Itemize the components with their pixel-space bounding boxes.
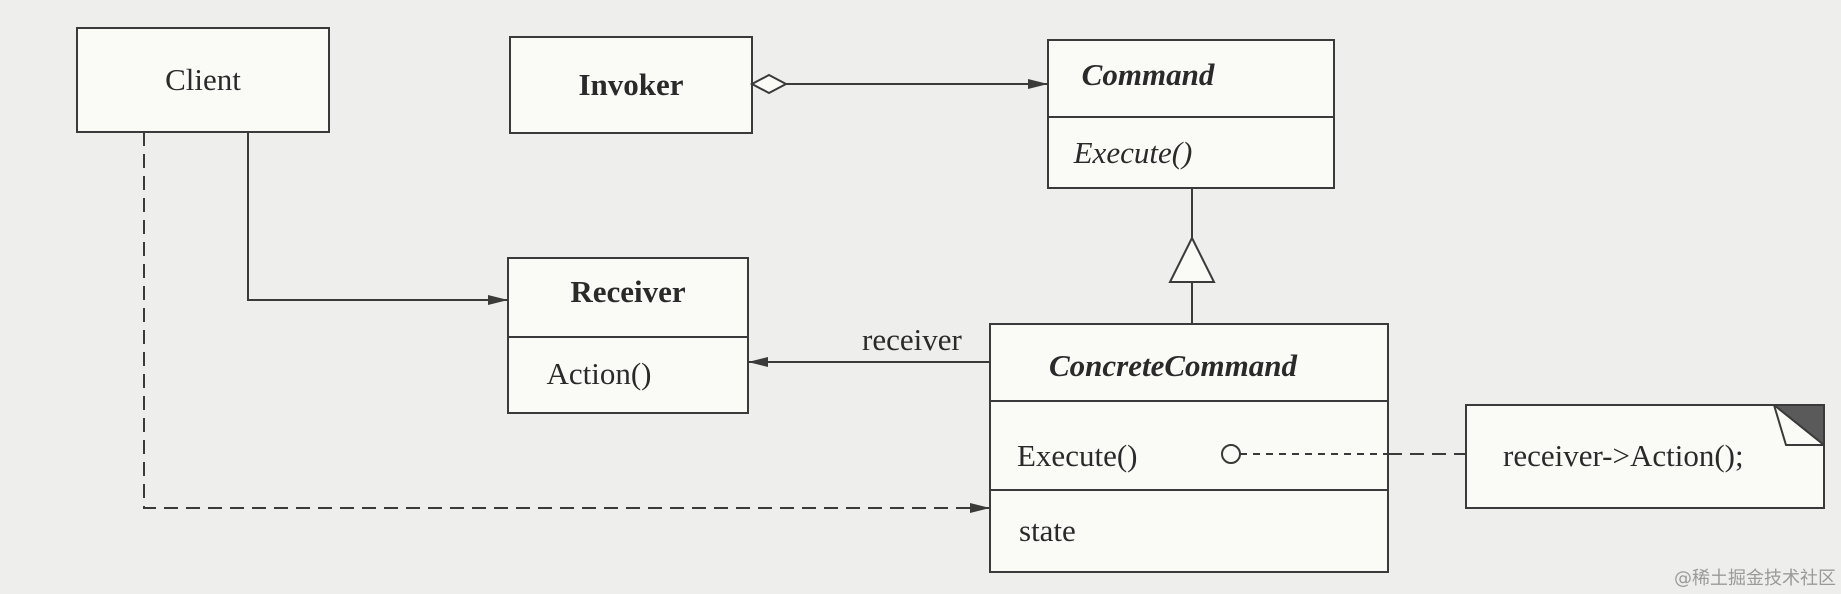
invoker-class-name: Invoker	[578, 67, 683, 102]
concrete-command-state-attribute: state	[1019, 513, 1076, 548]
inheritance-triangle-icon	[1168, 235, 1216, 283]
note-text: receiver->Action();	[1503, 438, 1744, 473]
execute-note-attachment	[1221, 444, 1466, 464]
aggregation-diamond-icon	[749, 73, 789, 95]
note-folded-corner-icon	[1771, 404, 1825, 448]
command-execute-operation: Execute()	[1073, 135, 1193, 170]
concrete-command-class-name: ConcreteCommand	[1049, 348, 1298, 383]
invoker-class: Invoker	[509, 36, 753, 134]
receiver-class: Receiver Action()	[507, 257, 749, 414]
inheritance-generalization	[1168, 188, 1216, 324]
association-role-label: receiver	[862, 322, 962, 357]
concrete-command-execute-operation: Execute()	[1017, 438, 1137, 473]
client-class: Client	[76, 27, 330, 133]
attachment-circle-icon	[1221, 444, 1241, 464]
receiver-class-name: Receiver	[570, 274, 686, 309]
concrete-command-receiver-association: receiver	[748, 322, 990, 367]
receiver-action-operation: Action()	[546, 356, 651, 391]
command-class: Command Execute()	[1047, 39, 1335, 189]
note-fold-edge	[1773, 404, 1824, 446]
client-receiver-association	[247, 132, 508, 305]
concrete-command-class: ConcreteCommand Execute() state	[989, 323, 1389, 573]
client-class-name: Client	[165, 62, 241, 97]
command-class-name: Command	[1082, 57, 1215, 92]
watermark-text: @稀土掘金技术社区	[1674, 568, 1836, 589]
implementation-note: receiver->Action();	[1465, 404, 1825, 509]
client-concrete-command-dependency	[143, 132, 990, 513]
invoker-command-aggregation	[749, 73, 1048, 95]
